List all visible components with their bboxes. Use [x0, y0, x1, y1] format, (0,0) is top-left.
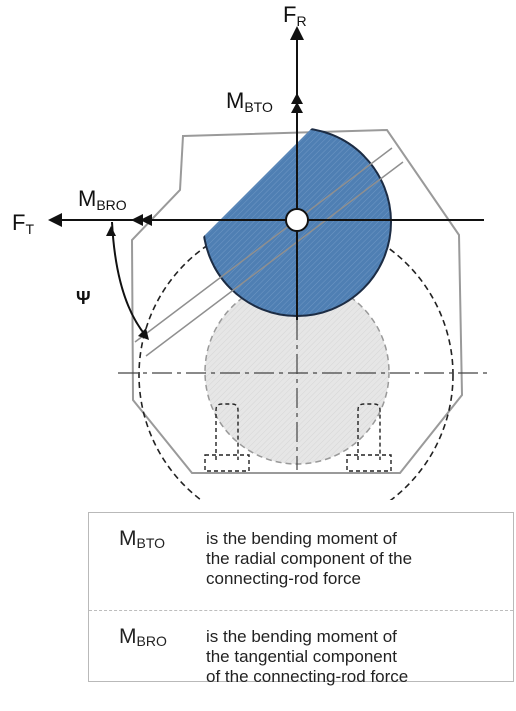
legend-symbol-sub: BTO [136, 535, 166, 551]
psi-arc-head-top [106, 226, 116, 236]
crankpin-center-hole [285, 208, 309, 232]
legend-description-mbto: is the bending moment of the radial comp… [206, 529, 412, 589]
ft-label: FT [12, 210, 34, 237]
fr-arrow-head [290, 26, 304, 40]
mbro-label: MBRO [78, 186, 127, 213]
legend-symbol-mbro: MBRO [119, 625, 167, 649]
legend-row-mbto: MBTO is the bending moment of the radial… [89, 513, 513, 597]
crank-web-outline [130, 128, 464, 474]
legend-row-mbro: MBRO is the bending moment of the tangen… [89, 611, 513, 695]
mbro-double-arrow [131, 214, 152, 226]
bolt-right [346, 403, 392, 472]
legend-divider [89, 610, 513, 611]
ft-arrow-head [48, 213, 62, 227]
legend-line: connecting-rod force [206, 569, 361, 588]
mbto-double-arrow [291, 93, 303, 113]
legend-line: is the bending moment of [206, 529, 397, 548]
legend-line: the radial component of the [206, 549, 413, 568]
legend-symbol-mbto: MBTO [119, 527, 165, 551]
psi-arc-head-bottom [138, 328, 149, 340]
bolt-left [204, 403, 250, 472]
psi-angle-arc [111, 221, 147, 337]
counterweight-dashed-circle [138, 217, 454, 500]
legend-symbol-main: M [119, 527, 137, 550]
mbto-label: MBTO [226, 88, 273, 115]
oil-bore-channel [134, 147, 404, 357]
fr-label: FR [283, 2, 307, 29]
crankshaft-moment-diagram: FR MBTO FT MBRO Ψ [12, 2, 488, 500]
legend-symbol-main: M [119, 625, 137, 648]
legend-line: the tangential component [206, 647, 397, 666]
legend-box: MBTO is the bending moment of the radial… [88, 512, 514, 686]
legend-line: is the bending moment of [206, 627, 397, 646]
legend-symbol-sub: BRO [136, 633, 167, 649]
legend-line: of the connecting-rod force [206, 667, 409, 686]
psi-label: Ψ [76, 288, 91, 308]
legend-description-mbro: is the bending moment of the tangential … [206, 627, 408, 687]
